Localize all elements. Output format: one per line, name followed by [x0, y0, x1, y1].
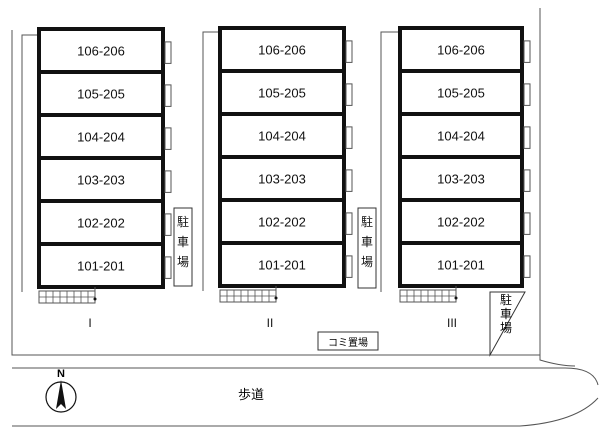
unit-label: 106-206: [77, 44, 125, 59]
unit-label: 104-204: [258, 129, 306, 144]
building-label: III: [447, 316, 457, 330]
parking-label-iii-char-3: 場: [500, 321, 512, 335]
garbage-area-label: コミ置場: [328, 336, 368, 349]
parking-label-char: 場: [177, 255, 189, 269]
unit-label: 106-206: [437, 43, 485, 58]
building-2: 106-206 105-205 104-204 103-203 102-202 101-2…: [202, 26, 377, 330]
building-outer-wall: [380, 31, 400, 292]
balcony: [164, 170, 172, 193]
building-label: I: [88, 316, 91, 330]
unit-label: 104-204: [437, 129, 485, 144]
balcony: [345, 126, 353, 149]
garbage-area: [317, 331, 379, 351]
building-outer-wall: [202, 31, 220, 291]
unit-label: 103-203: [258, 172, 306, 187]
unit-label: 103-203: [437, 172, 485, 187]
unit-label: 103-203: [77, 173, 125, 188]
building-outer-wall: [21, 34, 39, 292]
unit-label: 101-201: [258, 258, 306, 273]
building-3: 106-206 105-205 104-204 103-203 102-202 101-2…: [380, 26, 531, 330]
balcony: [523, 40, 531, 63]
parking-label-char: 車: [177, 235, 189, 249]
building-1: 106-206 105-205 104-204 103-203 102-202 101-2…: [21, 27, 193, 330]
unit-label: 105-205: [437, 86, 485, 101]
balcony: [164, 84, 172, 107]
unit-label: 104-204: [77, 130, 125, 145]
site-boundary-right: [539, 300, 576, 367]
parking-label-iii-char-2: 車: [500, 307, 512, 321]
parking-box: [357, 207, 377, 289]
sidewalk-label: 歩道: [238, 387, 264, 402]
north-arrow-icon: N: [45, 368, 77, 413]
building-label: II: [267, 316, 274, 330]
parking-box: [173, 207, 193, 287]
unit-label: 102-202: [258, 215, 306, 230]
sidewalk-edge: [12, 367, 599, 386]
parking-label-char: 車: [361, 235, 373, 249]
unit-label: 102-202: [77, 216, 125, 231]
balcony: [345, 212, 353, 235]
unit-label: 105-205: [258, 86, 306, 101]
parking-triangle: [489, 291, 526, 357]
balcony: [523, 212, 531, 235]
parking-label-iii-char-1: 駐: [500, 292, 512, 307]
balcony: [345, 255, 353, 278]
unit-label: 105-205: [77, 87, 125, 102]
road-edge: [12, 397, 599, 427]
unit-label: 102-202: [437, 215, 485, 230]
entrance-post: [454, 296, 458, 300]
parking-label-char: 駐: [361, 214, 373, 229]
site-boundary: [11, 8, 541, 356]
balcony: [164, 213, 172, 236]
parking-label-char: 場: [361, 255, 373, 269]
balcony: [345, 83, 353, 106]
balcony: [164, 256, 172, 279]
balcony: [523, 126, 531, 149]
balcony: [345, 40, 353, 63]
parking-label-triangle: 駐 車 場: [500, 292, 512, 335]
balcony: [164, 127, 172, 150]
balcony: [345, 169, 353, 192]
parking-label-char: 駐: [177, 214, 189, 229]
unit-label: 106-206: [258, 43, 306, 58]
balcony: [523, 83, 531, 106]
unit-label: 101-201: [437, 258, 485, 273]
unit-label: 101-201: [77, 259, 125, 274]
north-label: N: [57, 368, 65, 380]
balcony: [523, 169, 531, 192]
entrance-post: [93, 297, 97, 301]
entrance-post: [274, 296, 278, 300]
balcony: [523, 255, 531, 278]
balcony: [164, 41, 172, 64]
